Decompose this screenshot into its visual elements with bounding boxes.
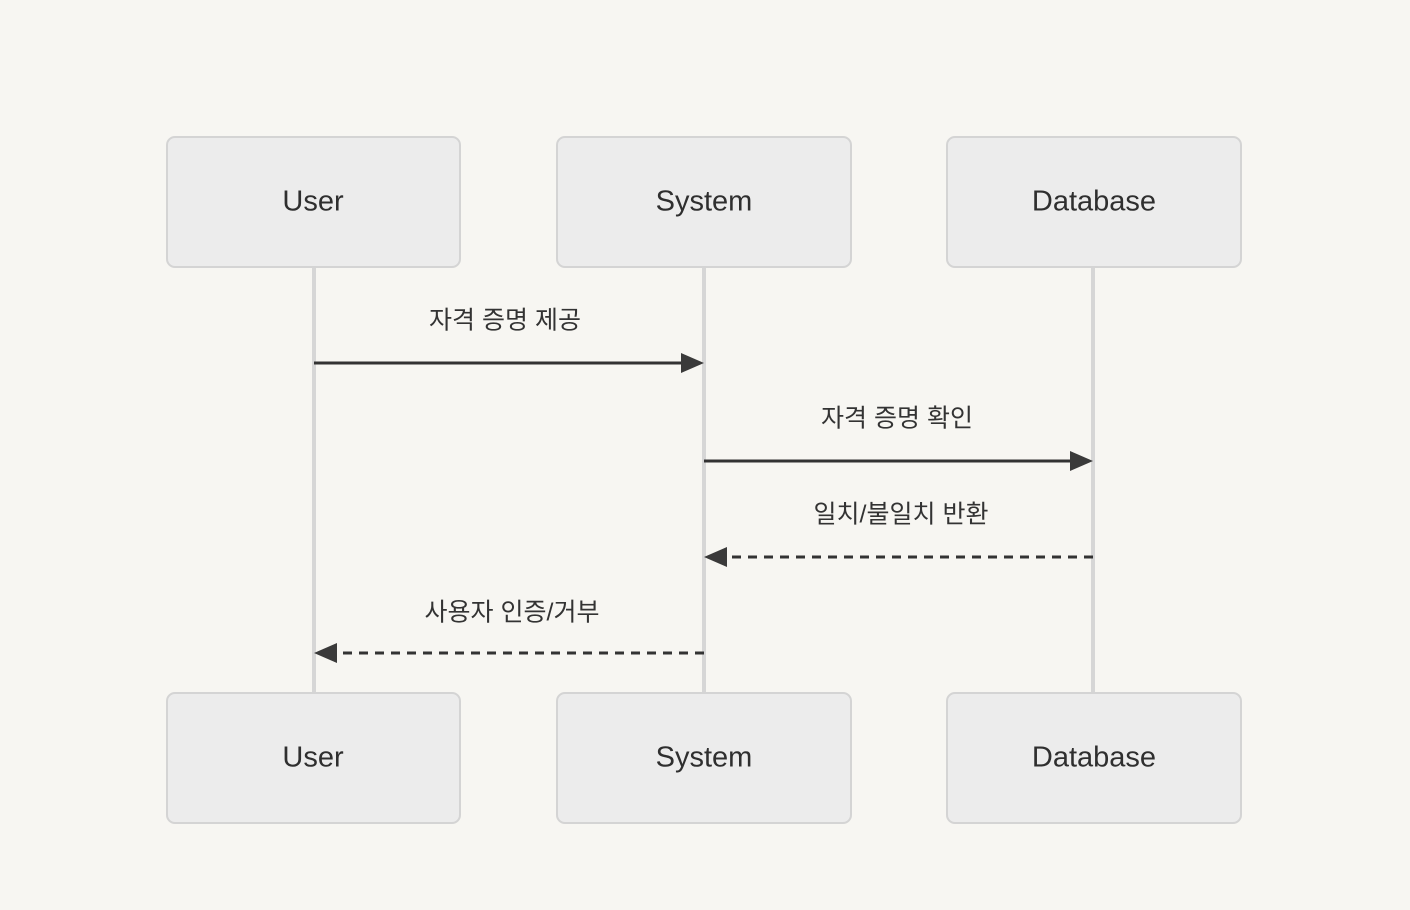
message-3-group[interactable]: 일치/불일치 반환 (704, 501, 1093, 567)
participant-box-user-top[interactable]: User (166, 136, 461, 268)
participant-box-rect-database-bottom (946, 692, 1242, 824)
message-4-label: 사용자 인증/거부 (425, 599, 600, 627)
participants-top-group: User System Database (166, 136, 1242, 268)
participant-box-rect-system-bottom (556, 692, 852, 824)
participant-box-rect-user-top (166, 136, 461, 268)
message-4-group[interactable]: 사용자 인증/거부 (314, 599, 704, 663)
participant-box-rect-system-top (556, 136, 852, 268)
message-2-label: 자격 증명 확인 (821, 405, 973, 433)
message-1-label: 자격 증명 제공 (429, 307, 581, 335)
participant-label-user-top: User (282, 186, 344, 218)
message-3-label: 일치/불일치 반환 (814, 501, 989, 529)
participants-bottom-group: User System Database (166, 692, 1242, 824)
participant-box-user-bottom[interactable]: User (166, 692, 461, 824)
message-3-arrowhead (704, 547, 727, 567)
participant-label-user-bottom: User (282, 742, 344, 774)
participant-label-system-bottom: System (656, 742, 753, 774)
message-2-group[interactable]: 자격 증명 확인 (704, 405, 1093, 471)
participant-box-system-bottom[interactable]: System (556, 692, 852, 824)
participant-label-database-bottom: Database (1032, 742, 1156, 774)
message-4-arrowhead (314, 643, 337, 663)
lifelines-group (312, 267, 1095, 695)
participant-box-rect-user-bottom (166, 692, 461, 824)
message-1-group[interactable]: 자격 증명 제공 (314, 307, 704, 373)
message-1-arrowhead (681, 353, 704, 373)
participant-box-database-bottom[interactable]: Database (946, 692, 1242, 824)
participant-box-system-top[interactable]: System (556, 136, 852, 268)
participant-label-system-top: System (656, 186, 753, 218)
participant-label-database-top: Database (1032, 186, 1156, 218)
participant-box-database-top[interactable]: Database (946, 136, 1242, 268)
message-2-arrowhead (1070, 451, 1093, 471)
participant-box-rect-database-top (946, 136, 1242, 268)
